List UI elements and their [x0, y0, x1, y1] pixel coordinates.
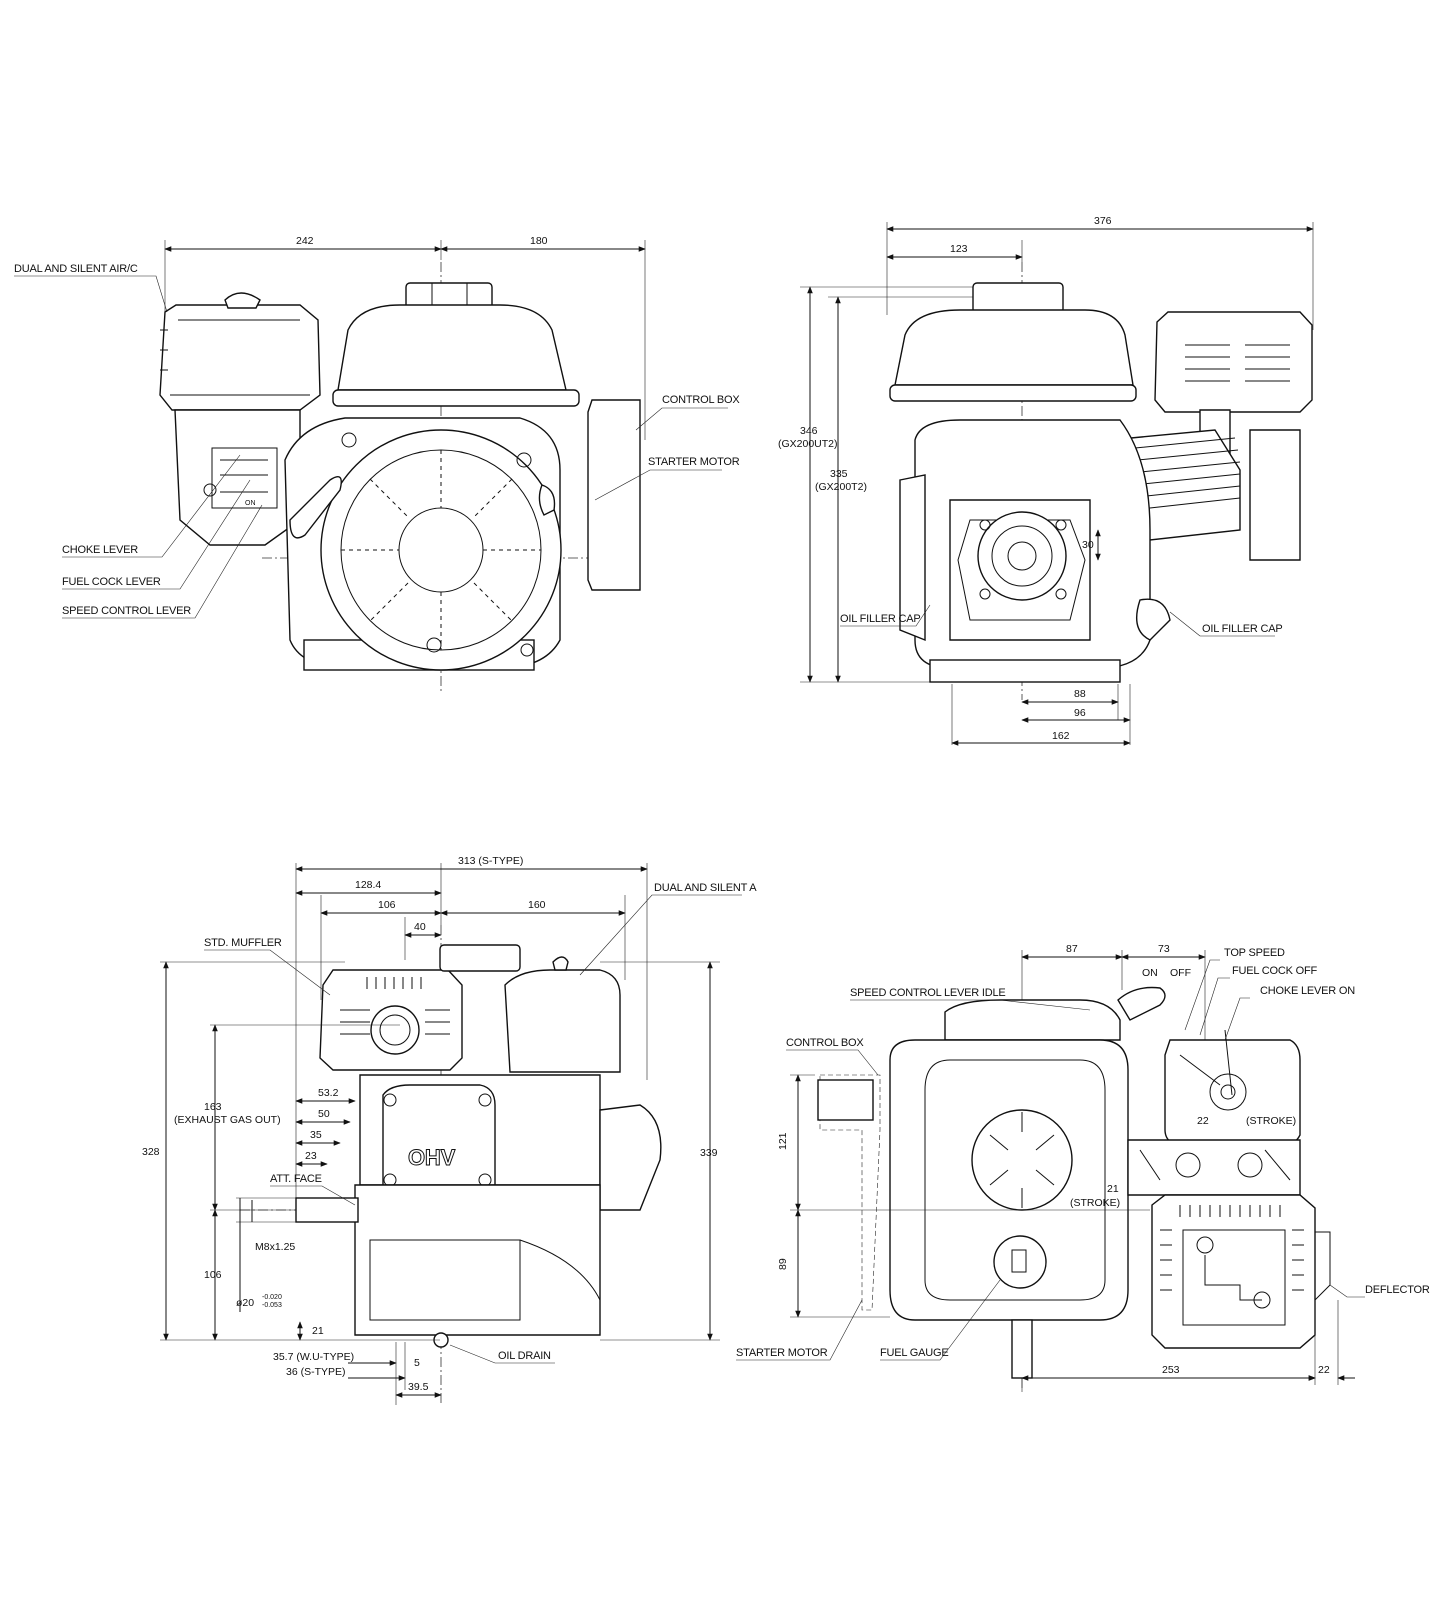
label-choke-on: CHOKE LEVER ON [1260, 985, 1355, 997]
dim-53-2: 53.2 [318, 1087, 339, 1099]
label-speed-control: SPEED CONTROL LEVER [62, 605, 191, 617]
dim-5: 5 [414, 1357, 420, 1369]
dim-160: 160 [528, 899, 546, 911]
dim-50: 50 [318, 1108, 330, 1120]
dim-89: 89 [777, 1258, 789, 1270]
label-oil-filler-left: OIL FILLER CAP [840, 613, 921, 625]
label-att-face: ATT. FACE [270, 1173, 322, 1185]
dim-88: 88 [1074, 688, 1086, 700]
label-oil-filler-right: OIL FILLER CAP [1202, 623, 1283, 635]
dim-21-top: 21 [1107, 1183, 1119, 1195]
label-choke-lever: CHOKE LEVER [62, 544, 138, 556]
tol-upper: -0.020 [262, 1294, 282, 1301]
dim-21: 21 [312, 1325, 324, 1337]
label-deflector: DEFLECTOR [1365, 1284, 1430, 1296]
on-mark: ON [245, 500, 256, 507]
label-muffler: STD. MUFFLER [204, 937, 282, 949]
side-view: 313 (S-TYPE) 128.4 106 160 40 OHV [142, 855, 757, 1405]
front-view: 242 180 ON [14, 235, 741, 692]
dim-106-vertical: 106 [204, 1269, 222, 1281]
dim-30: 30 [1082, 539, 1094, 551]
dim-163-note: (EXHAUST GAS OUT) [174, 1114, 281, 1126]
dim-242: 242 [296, 235, 314, 247]
dim-22: 22 [1197, 1115, 1209, 1127]
dim-163: 163 [204, 1101, 222, 1113]
dim-23: 23 [305, 1150, 317, 1162]
label-off: OFF [1170, 967, 1191, 979]
label-starter-motor-top: STARTER MOTOR [736, 1347, 828, 1359]
dim-96: 96 [1074, 707, 1086, 719]
dim-36: 36 (S-TYPE) [286, 1366, 346, 1378]
label-on: ON [1142, 967, 1158, 979]
dim-39-5: 39.5 [408, 1381, 429, 1393]
dim-35-7: 35.7 (W.U-TYPE) [273, 1351, 354, 1363]
dim-335-note: (GX200T2) [815, 481, 867, 493]
label-fuel-cock-off: FUEL COCK OFF [1232, 965, 1317, 977]
dim-376: 376 [1094, 215, 1112, 227]
carburetor-linkage: ON [174, 409, 301, 546]
top-view: 87 73 ON OFF [736, 943, 1430, 1392]
dim-121: 121 [777, 1132, 789, 1150]
dim-335: 335 [830, 468, 848, 480]
label-fuel-cock: FUEL COCK LEVER [62, 576, 161, 588]
label-speed-idle: SPEED CONTROL LEVER IDLE [850, 987, 1006, 999]
dim-22-deflector: 22 [1318, 1364, 1330, 1376]
label-control-box-top: CONTROL BOX [786, 1037, 864, 1049]
dim-180: 180 [530, 235, 548, 247]
dim-253: 253 [1162, 1364, 1180, 1376]
dim-m8: M8x1.25 [255, 1241, 295, 1253]
dim-87: 87 [1066, 943, 1078, 955]
dim-128-4: 128.4 [355, 879, 381, 891]
dim-339: 339 [700, 1147, 718, 1159]
recoil-starter [284, 417, 562, 671]
dim-328: 328 [142, 1146, 160, 1158]
label-stroke-2: (STROKE) [1070, 1197, 1120, 1209]
label-fuel-gauge: FUEL GAUGE [880, 1347, 949, 1359]
front-leaders [14, 275, 728, 619]
ohv-text: OHV [408, 1145, 456, 1170]
fuel-tank [332, 282, 580, 407]
dim-313: 313 (S-TYPE) [458, 855, 523, 867]
label-starter-motor: STARTER MOTOR [648, 456, 740, 468]
label-dual-air: DUAL AND SILENT AIR/C [14, 263, 138, 275]
label-control-box: CONTROL BOX [662, 394, 740, 406]
dim-phi20: ø20 [236, 1297, 254, 1309]
air-cleaner [159, 292, 321, 411]
dim-346-note: (GX200UT2) [778, 438, 838, 450]
label-top-speed: TOP SPEED [1224, 947, 1285, 959]
label-dual-air-side: DUAL AND SILENT A [654, 882, 757, 894]
fan-cover [889, 999, 1129, 1379]
dim-346: 346 [800, 425, 818, 437]
back-view: 376 123 346 (GX200UT2) 335 (GX200T2) [778, 215, 1314, 746]
dim-123: 123 [950, 243, 968, 255]
dim-35: 35 [310, 1129, 322, 1141]
dim-40: 40 [414, 921, 426, 933]
label-oil-drain: OIL DRAIN [498, 1350, 551, 1362]
tol-lower: -0.053 [262, 1302, 282, 1309]
control-box [587, 399, 641, 591]
label-stroke-1: (STROKE) [1246, 1115, 1296, 1127]
dim-162: 162 [1052, 730, 1070, 742]
dim-73: 73 [1158, 943, 1170, 955]
dim-106: 106 [378, 899, 396, 911]
